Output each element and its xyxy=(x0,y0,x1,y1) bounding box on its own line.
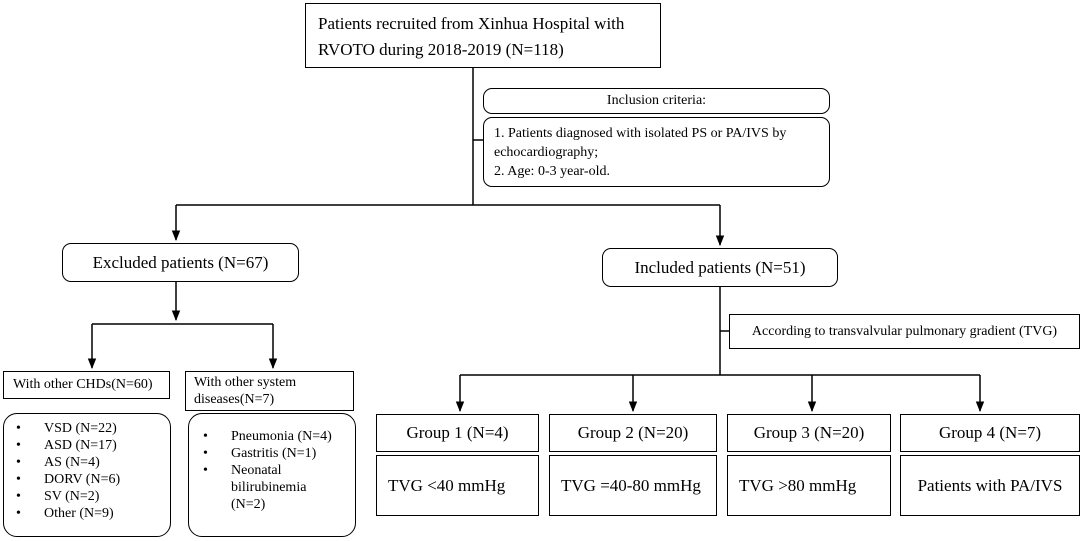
list-item: •SV (N=2) xyxy=(16,489,100,504)
list-item: bilirubinemia xyxy=(231,480,307,495)
other-system-diseases-list: •Pneumonia (N=4) •Gastritis (N=1) •Neona… xyxy=(201,428,355,513)
bullet: • xyxy=(203,429,208,444)
list-item: •Gastritis (N=1) xyxy=(203,446,317,461)
group-4-criteria: Patients with PA/IVS xyxy=(917,476,1063,495)
other-chds-list: •VSD (N=22) •ASD (N=17) •AS (N=4) •DORV … xyxy=(14,420,170,522)
other-system-title-line-1: With other system xyxy=(194,375,297,390)
tvg-criteria-box: According to transvalvular pulmonary gra… xyxy=(729,314,1080,349)
group-3-label: Group 3 (N=20) xyxy=(753,423,865,442)
group-1-criteria: TVG <40 mmHg xyxy=(388,476,506,495)
excluded-patients-label: Excluded patients (N=67) xyxy=(92,253,269,272)
group-4-label: Group 4 (N=7) xyxy=(938,423,1042,442)
group-2-label: Group 2 (N=20) xyxy=(577,423,689,442)
list-item: •Other (N=9) xyxy=(16,506,114,521)
excluded-patients-box: Excluded patients (N=67) xyxy=(62,243,299,282)
inclusion-criteria-box: 1. Patients diagnosed with isolated PS o… xyxy=(483,117,830,187)
included-patients-box: Included patients (N=51) xyxy=(602,248,838,287)
other-system-diseases-title-box: With other system diseases(N=7) xyxy=(185,371,354,411)
included-patients-label: Included patients (N=51) xyxy=(634,258,806,277)
inclusion-criteria-title-box: Inclusion criteria: xyxy=(483,88,830,114)
bullet: • xyxy=(16,506,21,521)
other-chds-title: With other CHDs(N=60) xyxy=(13,377,153,392)
list-item: •Neonatal xyxy=(203,463,282,478)
other-chds-title-box: With other CHDs(N=60) xyxy=(3,371,170,399)
group-2-criteria-box: TVG =40-80 mmHg xyxy=(549,455,717,516)
group-3-criteria: TVG >80 mmHg xyxy=(739,476,857,495)
group-4-criteria-box: Patients with PA/IVS xyxy=(900,455,1080,516)
group-4-box: Group 4 (N=7) xyxy=(900,414,1080,452)
recruited-line-1: Patients recruited from Xinhua Hospital … xyxy=(318,14,625,33)
bullet: • xyxy=(16,421,21,436)
list-item: •VSD (N=22) xyxy=(16,421,117,436)
other-chds-list-box: •VSD (N=22) •ASD (N=17) •AS (N=4) •DORV … xyxy=(3,413,171,537)
list-item: •DORV (N=6) xyxy=(16,472,121,487)
inclusion-criteria-title: Inclusion criteria: xyxy=(606,93,707,108)
group-3-box: Group 3 (N=20) xyxy=(727,414,891,452)
bullet: • xyxy=(16,472,21,487)
inclusion-line-3: 2. Age: 0-3 year-old. xyxy=(494,164,610,179)
recruited-line-2: RVOTO during 2018-2019 (N=118) xyxy=(318,40,564,59)
list-item: •ASD (N=17) xyxy=(16,438,117,453)
bullet: • xyxy=(16,489,21,504)
tvg-criteria-label: According to transvalvular pulmonary gra… xyxy=(751,324,1058,339)
group-1-criteria-box: TVG <40 mmHg xyxy=(376,455,539,516)
group-1-label: Group 1 (N=4) xyxy=(406,423,509,442)
group-3-criteria-box: TVG >80 mmHg xyxy=(727,455,891,516)
list-item: (N=2) xyxy=(231,497,266,512)
bullet: • xyxy=(203,463,208,478)
bullet: • xyxy=(16,455,21,470)
list-item: •AS (N=4) xyxy=(16,455,100,470)
inclusion-line-2: echocardiography; xyxy=(494,145,599,160)
group-2-criteria: TVG =40-80 mmHg xyxy=(561,476,701,495)
bullet: • xyxy=(203,446,208,461)
bullet: • xyxy=(16,438,21,453)
inclusion-line-1: 1. Patients diagnosed with isolated PS o… xyxy=(494,126,787,141)
group-1-box: Group 1 (N=4) xyxy=(376,414,539,452)
recruited-patients-box: Patients recruited from Xinhua Hospital … xyxy=(305,3,661,68)
other-system-title-line-2: diseases(N=7) xyxy=(194,392,275,407)
list-item: •Pneumonia (N=4) xyxy=(203,429,332,444)
group-2-box: Group 2 (N=20) xyxy=(549,414,717,452)
other-system-diseases-list-box: •Pneumonia (N=4) •Gastritis (N=1) •Neona… xyxy=(188,413,356,537)
